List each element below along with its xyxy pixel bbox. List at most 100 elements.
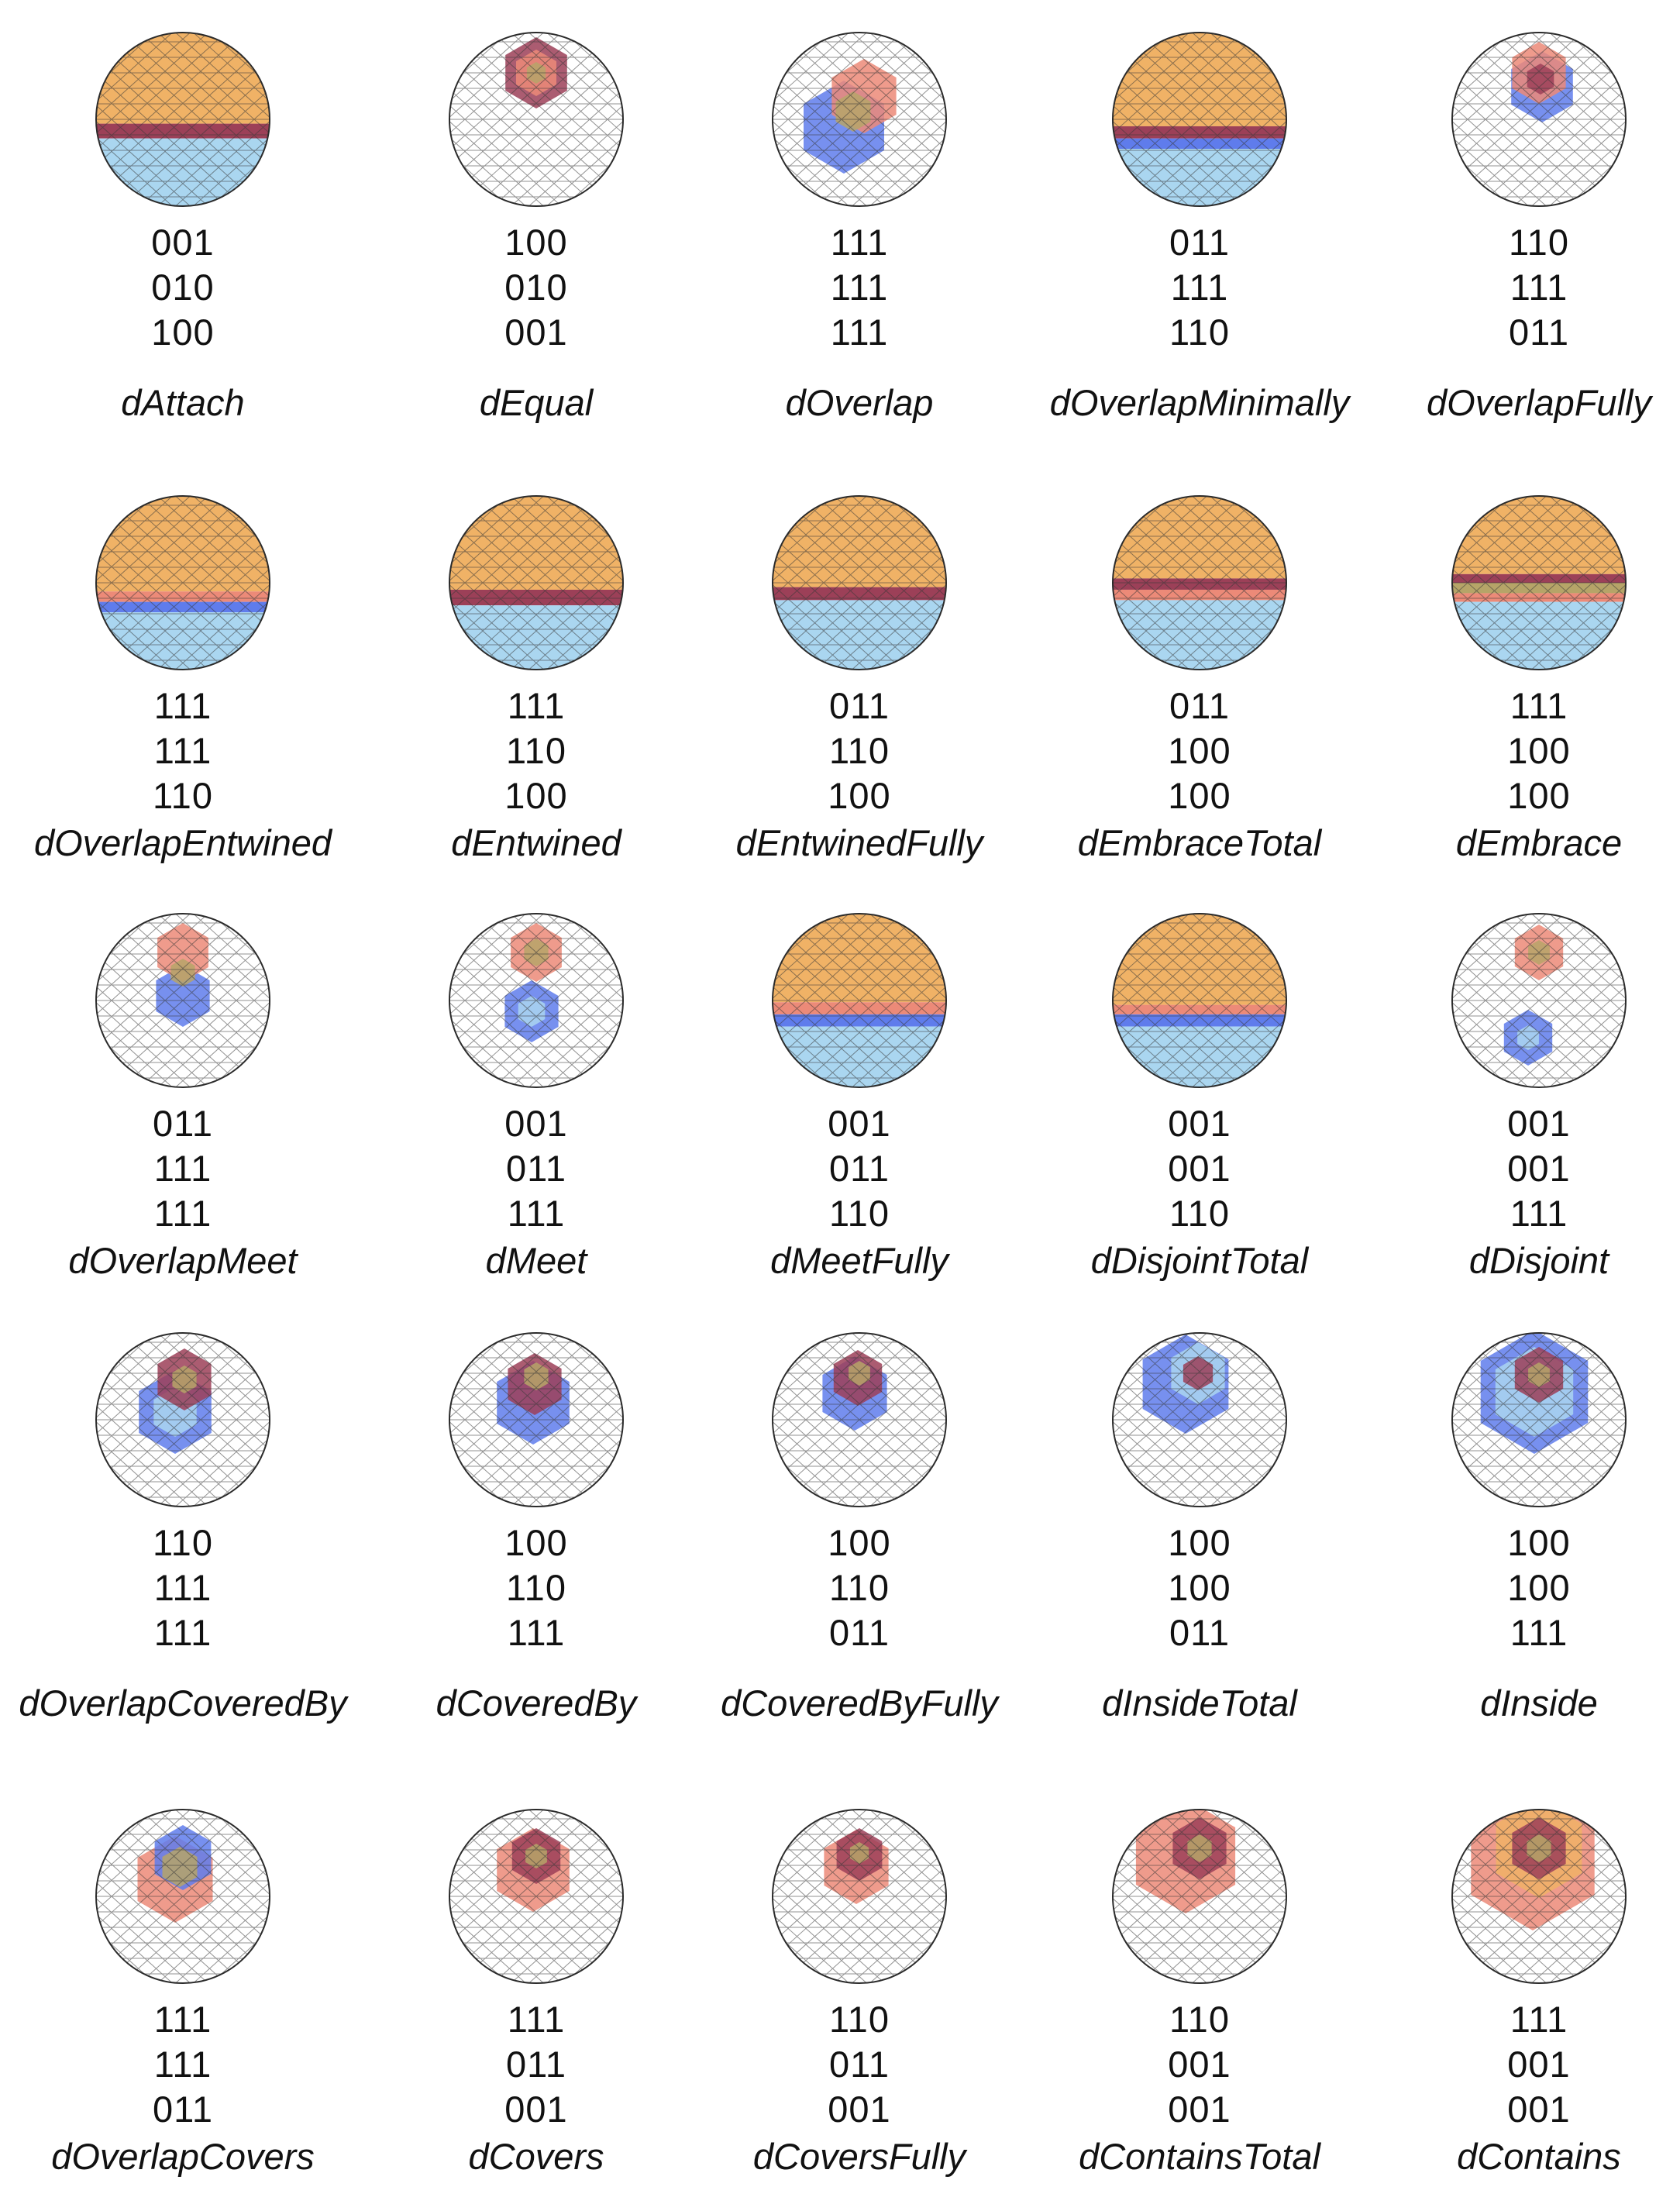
matrix-row: 111 (1510, 1612, 1568, 1653)
relation-cell: 100 110 111 dCoveredBy (368, 1300, 704, 1734)
matrix-row: 100 (504, 1522, 568, 1563)
matrix-row: 001 (1168, 1148, 1231, 1189)
relation-matrix: 011 111 111 (15, 1101, 351, 1236)
relation-matrix: 100 010 001 (368, 220, 704, 355)
relation-cell: 110 001 001 dContainsTotal (1031, 1777, 1368, 2211)
matrix-row: 111 (153, 685, 212, 726)
matrix-row: 111 (830, 222, 889, 263)
relation-name: dOverlapEntwined (33, 822, 332, 863)
matrix-row: 100 (1168, 1522, 1231, 1563)
relation-matrix: 100 110 111 (368, 1520, 704, 1655)
matrix-row: 111 (153, 1999, 212, 2040)
relation-matrix: 111 110 100 (368, 684, 704, 818)
matrix-row: 110 (153, 1522, 213, 1563)
matrix-row: 001 (1168, 2089, 1231, 2130)
sphere-equal-patches-icon (445, 28, 628, 211)
matrix-row: 100 (1168, 730, 1231, 771)
relation-matrix: 001 001 110 (1031, 1101, 1368, 1236)
relation-matrix: 011 111 110 (1031, 220, 1368, 355)
matrix-row: 001 (504, 2089, 568, 2130)
relation-name: dOverlapMeet (68, 1240, 298, 1281)
relation-name: dEmbraceTotal (1077, 822, 1322, 863)
relation-cell: 100 010 001 dEqual (368, 0, 704, 434)
matrix-row: 001 (828, 2089, 891, 2130)
matrix-row: 110 (1169, 312, 1230, 353)
matrix-row: 110 (506, 730, 566, 771)
relation-cell: 011 110 100 dEntwinedFully (691, 463, 1028, 897)
relation-name: dDisjoint (1468, 1240, 1609, 1281)
sphere-split-caps-icon (445, 491, 628, 674)
matrix-row: 111 (507, 685, 566, 726)
relation-matrix: 110 111 111 (15, 1520, 351, 1655)
matrix-row: 100 (828, 775, 891, 816)
relation-cell: 001 001 110 dDisjointTotal (1031, 881, 1368, 1315)
sphere-banded-caps-icon (1448, 491, 1630, 674)
sphere-meeting-patches-icon (91, 909, 274, 1092)
relation-cell: 011 111 110 dOverlapMinimally (1031, 0, 1368, 434)
matrix-row: 111 (1510, 267, 1568, 308)
matrix-row: 011 (829, 1148, 890, 1189)
relation-matrix: 111 001 001 (1371, 1997, 1680, 2132)
matrix-row: 111 (507, 1999, 566, 2040)
matrix-row: 100 (1168, 775, 1231, 816)
relation-cell: 001 011 110 dMeetFully (691, 881, 1028, 1315)
relation-name: dCoveredByFully (721, 1682, 998, 1724)
relation-name: dOverlapFully (1427, 382, 1651, 423)
relation-name: dCoversFully (752, 2136, 966, 2177)
matrix-row: 001 (1168, 1103, 1231, 1144)
matrix-row: 111 (507, 1193, 566, 1234)
matrix-row: 110 (829, 1999, 890, 2040)
matrix-row: 110 (1169, 1999, 1230, 2040)
matrix-row: 111 (153, 1612, 212, 1653)
relation-name: dInsideTotal (1102, 1682, 1297, 1724)
relation-cell: 100 100 011 dInsideTotal (1031, 1300, 1368, 1734)
relation-name: dAttach (121, 382, 245, 423)
matrix-row: 001 (1507, 2089, 1571, 2130)
matrix-row: 001 (504, 1103, 568, 1144)
relation-name: dOverlapMinimally (1049, 382, 1350, 423)
matrix-row: 110 (829, 1193, 890, 1234)
relation-cell: 111 111 111 dOverlap (691, 0, 1028, 434)
sphere-banded-caps-icon (1108, 491, 1291, 674)
relation-name: dOverlapCoveredBy (19, 1682, 347, 1724)
matrix-row: 110 (506, 1567, 566, 1608)
relation-name: dDisjointTotal (1090, 1240, 1309, 1281)
relation-name: dOverlapCovers (51, 2136, 315, 2177)
matrix-row: 001 (1507, 1148, 1571, 1189)
relation-cell: 011 100 100 dEmbraceTotal (1031, 463, 1368, 897)
matrix-row: 011 (829, 685, 890, 726)
matrix-row: 111 (1510, 685, 1568, 726)
sphere-overlapping-patches-icon (768, 1805, 951, 1988)
relation-cell: 100 110 011 dCoveredByFully (691, 1300, 1028, 1734)
matrix-row: 011 (1509, 312, 1569, 353)
relation-name: dInside (1480, 1682, 1598, 1724)
matrix-row: 100 (151, 312, 215, 353)
relation-matrix: 001 011 110 (691, 1101, 1028, 1236)
matrix-row: 011 (153, 2089, 213, 2130)
relation-matrix: 111 011 001 (368, 1997, 704, 2132)
relation-name: dCovers (468, 2136, 604, 2177)
relation-matrix: 110 011 001 (691, 1997, 1028, 2132)
matrix-row: 110 (153, 775, 213, 816)
relation-matrix: 111 111 011 (15, 1997, 351, 2132)
matrix-row: 100 (504, 222, 568, 263)
sphere-overlapping-patches-icon (91, 1328, 274, 1511)
matrix-row: 111 (153, 2044, 212, 2085)
relation-cell: 111 001 001 dContains (1371, 1777, 1680, 2211)
matrix-row: 110 (829, 730, 890, 771)
sphere-nested-patches-icon (1108, 1328, 1291, 1511)
relation-name: dEntwined (451, 822, 621, 863)
matrix-row: 111 (1170, 267, 1229, 308)
relation-name: dOverlap (785, 382, 934, 423)
matrix-row: 100 (1507, 1567, 1571, 1608)
matrix-row: 011 (506, 1148, 566, 1189)
relation-cell: 111 111 011 dOverlapCovers (15, 1777, 351, 2211)
matrix-row: 010 (504, 267, 568, 308)
sphere-split-caps-icon (1108, 28, 1291, 211)
matrix-row: 011 (1169, 222, 1230, 263)
matrix-row: 011 (1169, 685, 1230, 726)
matrix-row: 110 (829, 1567, 890, 1608)
matrix-row: 111 (830, 312, 889, 353)
matrix-row: 100 (1507, 730, 1571, 771)
matrix-row: 010 (151, 267, 215, 308)
